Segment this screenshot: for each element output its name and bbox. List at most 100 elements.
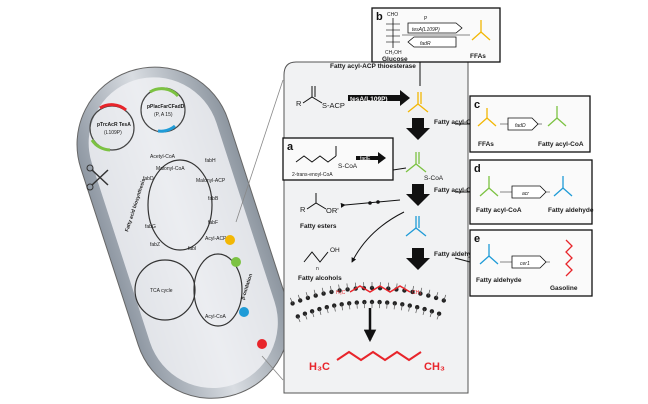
lipid-tail (313, 289, 317, 296)
fatty-acid-cycle (134, 159, 243, 327)
step-arrow-2 (406, 184, 430, 206)
lipid-tail (305, 292, 309, 299)
cell-label: fabF (208, 220, 218, 226)
arrow-dot (376, 200, 380, 204)
panel-e: e cer1 Fatty aldehyde Gasoline (469, 229, 593, 297)
panel-b-promoter: P (424, 16, 428, 22)
lipid-tail (297, 316, 301, 323)
arrow-dot (368, 201, 372, 205)
panel-e-left: Fatty aldehyde (476, 277, 522, 284)
acyl-coa-molecule (405, 152, 427, 173)
cell-label: Acetyl-CoA (150, 154, 176, 160)
panel-b-ffas: FFAs (470, 53, 486, 60)
cell-label: Malonyl-ACP (196, 178, 226, 184)
panel-e-gene: cer1 (520, 261, 530, 267)
lipid-tail (401, 304, 403, 311)
tesa-arrow: tesA(L109P) (348, 90, 410, 106)
scissors-icon (86, 164, 109, 191)
plasmid-1-name: pTrcAcR TesA (97, 122, 131, 128)
yellow-dot (225, 235, 235, 245)
lipid-tail (427, 289, 431, 296)
membrane-h3c: H₃C (336, 290, 346, 296)
lipid-tail (341, 304, 343, 311)
lipid-tail (435, 292, 439, 299)
substrate-label: S-ACP (322, 101, 345, 110)
lipid-tail (429, 311, 433, 318)
thioesterase-label: Fatty acyl-ACP thioesterase (330, 63, 416, 70)
cell-label: fabB (208, 196, 219, 202)
glucose-cho: CHO (387, 12, 398, 18)
panel-a-link (392, 167, 407, 171)
cell-label: fabH (205, 158, 216, 164)
panel-c-letter: c (474, 99, 480, 111)
panel-e-letter: e (474, 233, 480, 245)
lipid-tail (346, 283, 348, 290)
aldehyde-molecule (405, 216, 427, 237)
bacterial-cell: pTrcAcR TesA (L109P) pPlacFarCFadD (P, A… (76, 66, 290, 399)
lipid-tail (415, 307, 418, 314)
lipid-head (295, 314, 300, 319)
step-arrow-1 (406, 118, 430, 140)
lipid-head (332, 303, 337, 308)
lipid-head (302, 311, 308, 316)
alcohol-arrow (351, 211, 405, 263)
zoom-line (261, 355, 284, 381)
cell-label: fabZ (150, 242, 160, 248)
panel-d: d acr Fatty acyl-CoA Fatty aldehyde (469, 159, 594, 225)
plasmid-2-detail: (P, A 15) (154, 112, 173, 118)
glucose-ch2oh: CH₂OH (385, 50, 402, 56)
panel-e-link (454, 257, 471, 263)
lipid-head (377, 299, 382, 305)
cell-label: TCA cycle (150, 288, 173, 294)
esters-label: Fatty esters (300, 223, 337, 230)
plasmid-1-detail: (L109P) (104, 130, 122, 136)
cell-label: Malonyl-CoA (156, 166, 185, 172)
panel-b-gene2: fadR (420, 41, 431, 47)
ester-or: OR' (326, 206, 339, 215)
lipid-tail (311, 311, 315, 318)
substrate-r: R (296, 99, 302, 108)
alkane-ch3: CH₃ (424, 361, 445, 373)
alkane-h3c: H₃C (309, 361, 330, 373)
lipid-tail (356, 302, 358, 309)
step-arrow-3 (406, 248, 430, 270)
panel-a-enzyme: fadE (360, 156, 371, 162)
panel-c: c fadD FFAs Fatty acyl-CoA (469, 95, 591, 153)
ester-arrow (340, 199, 401, 208)
membrane-ch3: CH₃ (412, 290, 421, 296)
plasmid-2-name: pPlacFarCFadD (147, 104, 185, 110)
oh-label: OH (330, 247, 340, 254)
cell-label: fabI (188, 246, 196, 252)
zoom-line (235, 79, 284, 223)
lipid-head (362, 299, 367, 305)
red-dot (257, 339, 267, 349)
lipid-tail (330, 285, 332, 292)
acyl-acp-substrate: R S-ACP (296, 86, 345, 110)
lipid-head (407, 303, 412, 308)
lipid-tail (321, 287, 324, 294)
panel-d-gene: acr (522, 191, 529, 197)
panel-c-right: Fatty acyl-CoA (538, 141, 584, 148)
lipid-tail (422, 309, 425, 315)
final-alkane: H₃C CH₃ (309, 350, 445, 373)
lipid-tail (348, 303, 351, 310)
plasmid-1: pTrcAcR TesA (L109P) (89, 103, 135, 152)
ffa-molecule (407, 92, 429, 113)
cell-label: Acyl-ACP (205, 236, 227, 242)
glucose-label: Glucose (382, 56, 408, 63)
membrane-alkane: H₃C CH₃ (336, 285, 421, 296)
lipid-tail (393, 303, 396, 310)
panel-a: a S-CoA fadE 2-trans-enoyl-CoA (282, 137, 394, 181)
n-label: n (316, 266, 319, 272)
lipid-head (385, 300, 390, 305)
panel-b-letter: b (376, 11, 383, 23)
lipid-tail (297, 294, 301, 301)
lipid-head (354, 300, 359, 305)
lipid-tail (420, 287, 423, 294)
fatty-alcohols: OH n Fatty alcohols (298, 247, 342, 282)
lipid-tail (443, 294, 447, 301)
fatty-esters: R OR' Fatty esters (300, 193, 339, 230)
scoa-label: S-CoA (424, 175, 444, 182)
alcohols-label: Fatty alcohols (298, 275, 342, 282)
